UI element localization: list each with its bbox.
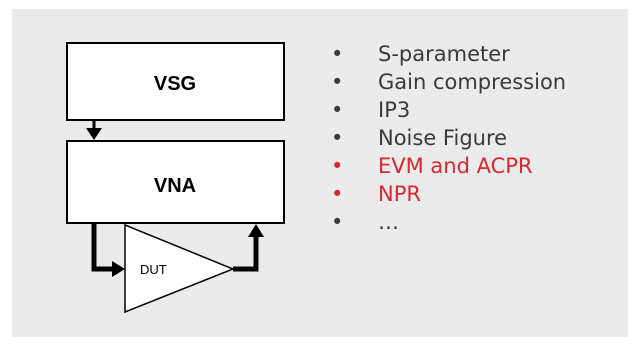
bullet-dot: • <box>331 70 344 94</box>
measurement-list-item: •… <box>331 208 566 236</box>
measurement-list-item: • Noise Figure <box>331 124 566 152</box>
measurement-label: IP3 <box>378 98 411 122</box>
measurement-label: … <box>378 210 399 234</box>
dut-to-vna-arrow-head <box>248 224 264 237</box>
bullet-dot: • <box>331 154 344 178</box>
vna-label: VNA <box>154 175 196 197</box>
vsg-block <box>66 42 285 121</box>
measurement-list-item: • IP3 <box>331 96 566 124</box>
vsg-to-vna-arrow-head <box>86 128 102 140</box>
measurement-list: • S-parameter • Gain compression • IP3 • Noise … <box>331 40 566 236</box>
measurement-label: S-parameter <box>378 42 510 66</box>
vna-to-dut-path <box>91 223 114 272</box>
measurement-label: Noise Figure <box>378 126 508 150</box>
bullet-dot: • <box>331 98 344 122</box>
vsg-label: VSG <box>154 73 196 95</box>
vna-block <box>66 140 285 224</box>
measurement-list-item: • Gain compression <box>331 68 566 96</box>
measurement-label: NPR <box>378 182 421 206</box>
bullet-dot: • <box>331 126 344 150</box>
dut-amplifier <box>124 223 236 314</box>
measurement-label: EVM and ACPR <box>378 154 533 178</box>
bullet-dot: • <box>331 42 344 66</box>
measurement-list-item: • S-parameter <box>331 40 566 68</box>
bullet-dot: • <box>331 182 344 206</box>
measurement-list-item: • NPR <box>331 180 566 208</box>
bullet-dot: • <box>331 210 344 234</box>
measurement-label: Gain compression <box>378 70 567 94</box>
measurement-list-item: • EVM and ACPR <box>331 152 566 180</box>
dut-label: DUT <box>140 262 167 277</box>
vna-to-dut-arrow-head <box>112 261 125 277</box>
dut-to-vna-path <box>233 235 259 272</box>
